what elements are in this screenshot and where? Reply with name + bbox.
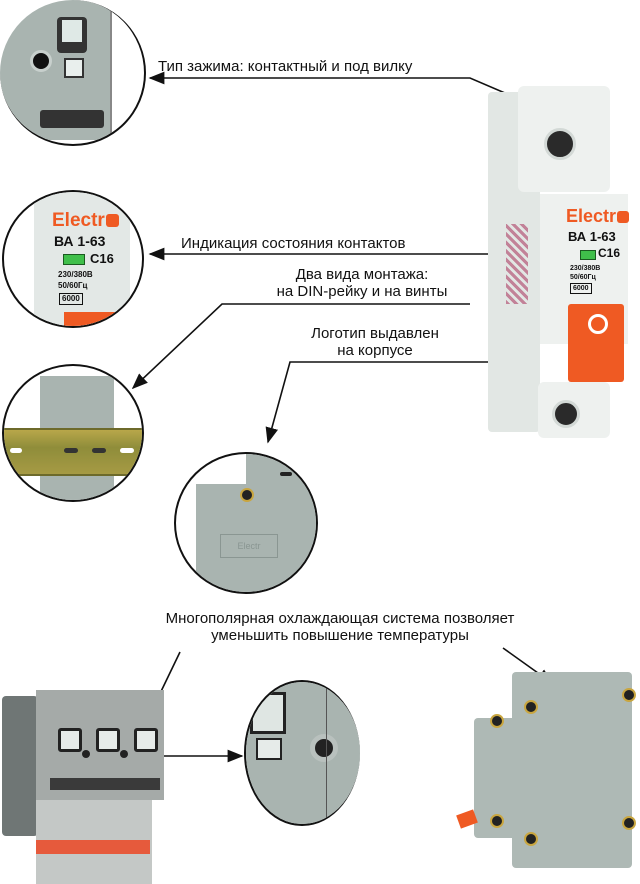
side-rivet <box>622 816 636 830</box>
leader-clamp <box>148 71 513 97</box>
side-rivet <box>490 814 504 828</box>
front-brand-text: Electr <box>566 206 617 226</box>
cooling-zoom-slot <box>256 738 282 760</box>
label-mounting-line1: Два вида монтажа: <box>295 266 429 283</box>
capacity-box: 6000 <box>59 293 83 305</box>
front-frequency-text: 50/60Гц <box>570 274 596 281</box>
cooling-zoom-hole <box>310 734 338 762</box>
3pole-terminal <box>58 728 82 752</box>
brand-logo: Electr <box>52 210 119 232</box>
vent-slot <box>280 472 292 476</box>
model-text: ВА 1-63 <box>54 233 106 249</box>
cooling-hole <box>120 750 128 758</box>
label-clamp-type: Тип зажима: контактный и под вилку <box>158 58 413 75</box>
frequency-text: 50/60Гц <box>58 281 88 290</box>
label-logo: Логотип выдавлен на корпусе <box>290 325 460 359</box>
side-rivet <box>524 832 538 846</box>
indicator-window <box>63 254 85 265</box>
cooling-zoom-terminal <box>250 692 286 734</box>
front-capacity-box: 6000 <box>570 283 592 294</box>
detail-circle-din-rail <box>2 364 144 502</box>
rail-slot <box>92 448 106 453</box>
detail-circle-cooling <box>244 680 360 826</box>
front-rating-text: С16 <box>598 246 621 260</box>
leader-logo <box>265 361 496 444</box>
brand-logo-icon <box>105 214 119 227</box>
clamp-edge <box>110 0 112 140</box>
label-logo-line2: на корпусе <box>337 342 413 359</box>
brand-text: Electr <box>52 210 105 231</box>
top-terminal-screw <box>544 128 576 160</box>
3pole-screws <box>50 778 160 790</box>
front-voltage-text: 230/380В <box>570 265 601 272</box>
side-rivet <box>490 714 504 728</box>
3pole-side <box>2 696 38 836</box>
bottom-terminal-screw <box>552 400 580 428</box>
detail-circle-clamp <box>0 0 146 146</box>
label-cooling-line2: уменьшить повышение температуры <box>211 627 469 644</box>
label-mounting: Два вида монтажа: на DIN-рейку и на винт… <box>250 266 474 300</box>
front-brand-logo: Electr <box>566 206 630 227</box>
3pole-terminal <box>96 728 120 752</box>
toggle-top <box>64 312 124 326</box>
capacity-text: 6000 <box>59 293 83 305</box>
front-model-text: ВА 1-63 <box>568 229 616 244</box>
label-contact-indication: Индикация состояния контактов <box>181 235 406 252</box>
detail-circle-logo: Electr <box>174 452 318 594</box>
label-mounting-line2: на DIN-рейку и на винты <box>276 283 448 300</box>
label-cooling: Многополярная охлаждающая система позвол… <box>112 610 568 644</box>
cooling-hole <box>82 750 90 758</box>
clamp-plate <box>62 20 82 42</box>
embossed-logo: Electr <box>220 534 278 558</box>
logo-housing <box>196 484 316 592</box>
toggle-mark: O <box>588 314 608 334</box>
clamp-screw <box>40 110 104 128</box>
screw-hole <box>240 488 254 502</box>
cooling-zoom-seam <box>326 682 327 824</box>
clamp-screw-slot <box>64 58 84 78</box>
breaker-side-view <box>454 672 640 872</box>
front-brand-icon <box>617 211 630 223</box>
voltage-text: 230/380В <box>58 270 93 279</box>
3pole-toggles <box>36 840 150 854</box>
breaker-main: Electr ВА 1-63 С16 230/380В 50/60Гц 6000… <box>484 84 630 444</box>
side-rivet <box>622 688 636 702</box>
leader-mounting <box>131 303 470 390</box>
front-capacity-text: 6000 <box>570 283 592 294</box>
label-cooling-line1: Многополярная охлаждающая система позвол… <box>165 610 515 627</box>
3pole-terminal <box>134 728 158 752</box>
clamp-hole <box>30 50 52 72</box>
rail-slot <box>120 448 134 453</box>
label-logo-line1: Логотип выдавлен <box>311 325 439 342</box>
side-rivet <box>524 700 538 714</box>
rail-slot <box>64 448 78 453</box>
rail-slot <box>10 448 22 453</box>
rating-text: С16 <box>90 251 114 266</box>
breaker-3pole <box>0 690 170 884</box>
front-indicator-window <box>580 250 596 260</box>
detail-circle-indication: Electr ВА 1-63 С16 230/380В 50/60Гц 6000 <box>2 190 144 328</box>
qr-marking <box>506 224 528 304</box>
